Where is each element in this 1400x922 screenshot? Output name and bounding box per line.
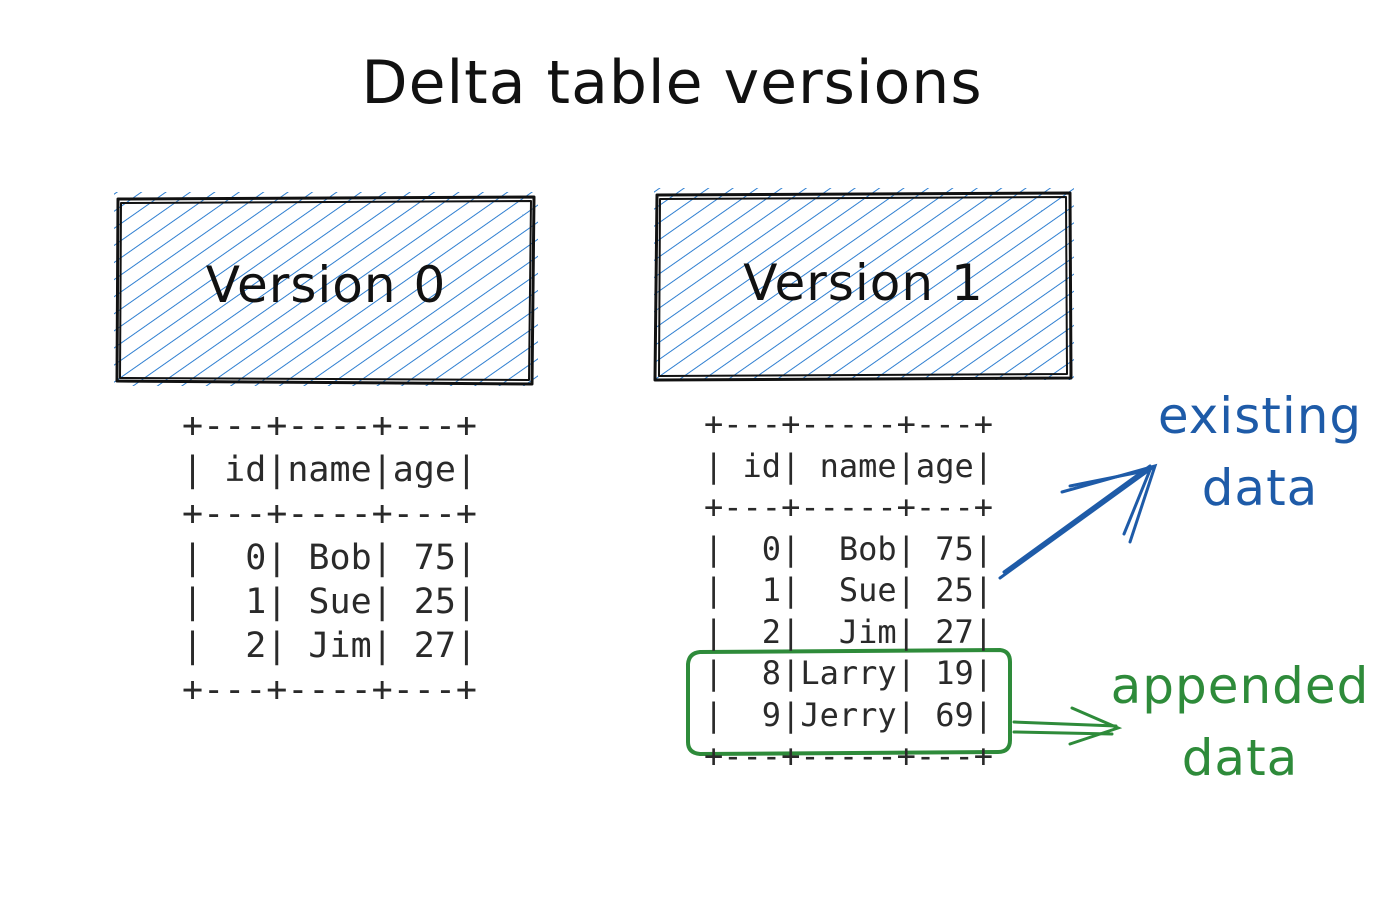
table-row: | 0| Bob| 75| [704, 529, 993, 568]
table-row: | 2| Jim| 27| [704, 612, 993, 651]
version-0-label: Version 0 [205, 256, 447, 314]
version-1-table: +---+-----+---+| id| name|age|+---+-----… [704, 404, 993, 778]
appended-data-note: appended data [1100, 650, 1380, 794]
version-1-label: Version 1 [743, 254, 984, 312]
existing-data-note: existing data [1140, 380, 1380, 524]
table-header-row: | id| name|age| [704, 446, 993, 485]
table-row: | 0| Bob| 75| [182, 538, 478, 578]
table-row: | 2| Jim| 27| [182, 626, 478, 666]
table-line: +---+----+---+ [182, 670, 478, 710]
table-line: +---+-----+---+ [704, 405, 993, 443]
double-arrow-right-icon [1012, 706, 1123, 746]
appended-note-line2: data [1181, 729, 1299, 787]
table-row: | 1| Sue| 25| [704, 571, 993, 609]
diagram-title: Delta table versions [361, 48, 983, 118]
version-0-border [115, 195, 536, 386]
version-0-hatch-fill [114, 192, 538, 386]
version-0-table: +---+----+---+| id|name|age|+---+----+--… [182, 404, 477, 712]
table-line: +---+-----+---+ [704, 737, 993, 775]
version-1-border [653, 191, 1073, 382]
table-line: +---+----+---+ [182, 494, 478, 534]
version-1-box [653, 188, 1074, 382]
version-0-box [114, 192, 538, 386]
appended-rows-highlight [686, 647, 1012, 757]
arrow-up-right-icon [998, 463, 1158, 580]
existing-note-line2: data [1201, 459, 1319, 517]
table-line: +---+-----+---+ [704, 488, 993, 526]
version-1-hatch-fill [654, 188, 1074, 380]
table-row: | 8|Larry| 19| [704, 654, 993, 692]
table-row: | 9|Jerry| 69| [704, 695, 993, 734]
table-row: | 1| Sue| 25| [182, 582, 478, 622]
table-line: +---+----+---+ [182, 406, 478, 446]
table-header-row: | id|name|age| [182, 450, 478, 490]
existing-note-line1: existing [1157, 387, 1363, 445]
appended-note-line1: appended [1110, 657, 1370, 715]
